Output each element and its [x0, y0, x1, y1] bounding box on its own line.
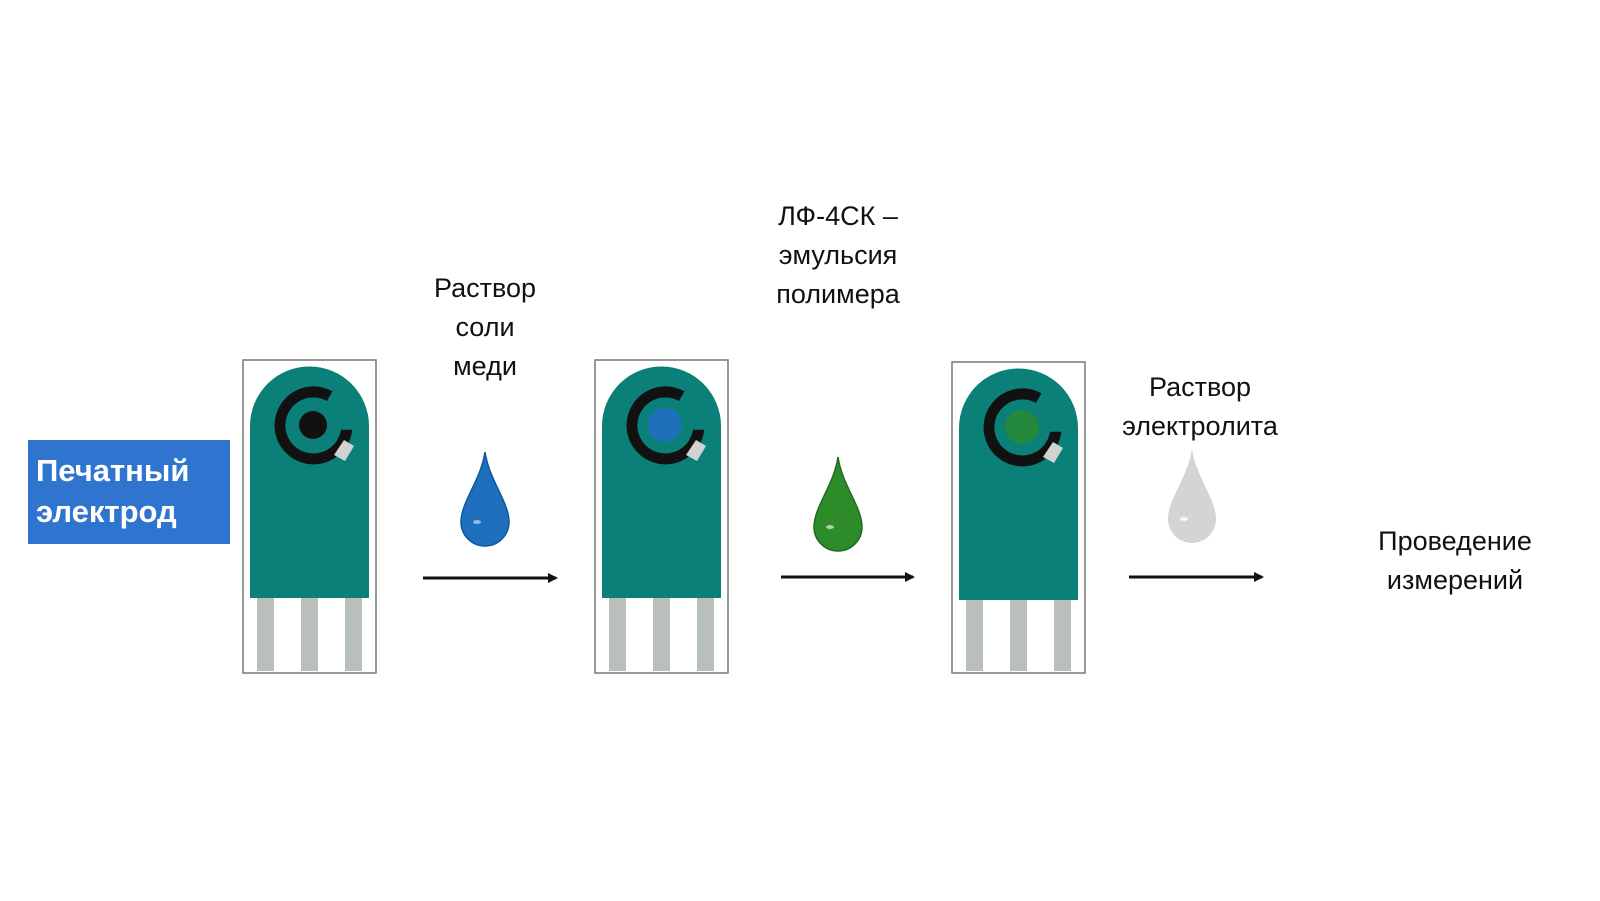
- electrode-contact-2: [1010, 600, 1027, 671]
- electrolyte-caption: Раствор электролита: [1100, 368, 1300, 446]
- caption-line: Раствор: [433, 273, 537, 303]
- electrode-2: [594, 359, 729, 674]
- caption-line: Проведение: [1378, 526, 1532, 556]
- electrode-center: [648, 408, 682, 442]
- electrode-contact-1: [966, 600, 983, 671]
- caption-line: полимера: [776, 279, 900, 309]
- electrode-body: [250, 366, 369, 598]
- electrolyte-drop: [1168, 449, 1216, 543]
- caption-line: Раствор: [1148, 372, 1252, 402]
- copper-salt-drop: [460, 451, 510, 547]
- electrode-center: [299, 411, 327, 439]
- electrode-center: [1005, 410, 1039, 444]
- caption-line: электролита: [1122, 411, 1278, 441]
- measurement-caption: Проведение измерений: [1355, 522, 1555, 600]
- electrode-contact-2: [301, 598, 318, 671]
- auxiliary-electrode: [686, 440, 706, 461]
- polymer-emulsion-drop: [813, 456, 863, 552]
- printed-electrode-label-line1: Печатный: [36, 453, 190, 488]
- printed-electrode-label: Печатный электрод: [28, 440, 230, 544]
- electrode-contact-3: [1054, 600, 1071, 671]
- electrode-contact-2: [653, 598, 670, 671]
- electrode-body: [959, 368, 1078, 600]
- caption-line: соли: [455, 312, 515, 342]
- caption-line: меди: [453, 351, 517, 381]
- auxiliary-electrode: [1043, 442, 1063, 463]
- electrode-contact-1: [609, 598, 626, 671]
- copper-salt-caption: Раствор соли меди: [405, 269, 565, 386]
- auxiliary-electrode: [334, 440, 354, 461]
- electrode-3: [951, 361, 1086, 674]
- polymer-emulsion-caption: ЛФ-4СК – эмульсия полимера: [748, 197, 928, 314]
- electrode-contact-3: [697, 598, 714, 671]
- caption-line: ЛФ-4СК –: [778, 201, 898, 231]
- electrode-1: [242, 359, 377, 674]
- printed-electrode-label-line2: электрод: [36, 494, 177, 529]
- electrode-body: [602, 366, 721, 598]
- caption-line: эмульсия: [778, 240, 898, 270]
- caption-line: измерений: [1386, 565, 1524, 595]
- electrode-contact-1: [257, 598, 274, 671]
- electrode-contact-3: [345, 598, 362, 671]
